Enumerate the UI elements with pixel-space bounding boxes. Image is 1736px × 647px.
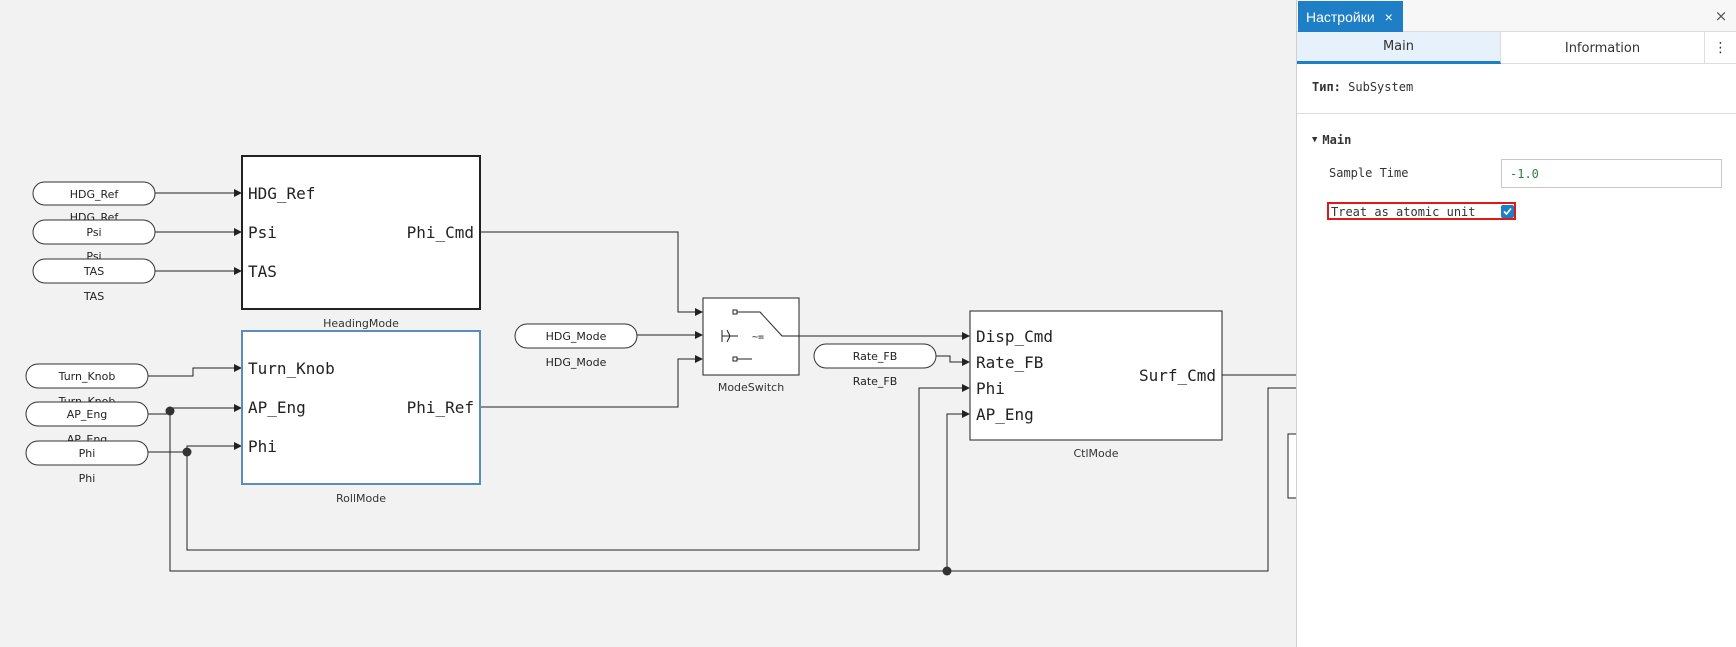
- block-heading-mode[interactable]: HDG_Ref Psi TAS Phi_Cmd HeadingMode: [241, 155, 481, 330]
- diagram-canvas[interactable]: HDG_Ref HDG_Ref Psi Psi TAS TAS Turn_Kno…: [0, 0, 1296, 647]
- atomic-unit-label: Treat as atomic unit: [1331, 205, 1476, 219]
- sample-time-label: Sample Time: [1329, 166, 1409, 180]
- inport-tas[interactable]: TAS TAS: [32, 258, 156, 303]
- port-turn-knob: Turn_Knob: [248, 359, 335, 378]
- wire-phi-cmd[interactable]: [480, 231, 703, 316]
- type-value: SubSystem: [1348, 80, 1414, 94]
- svg-text:Turn_Knob: Turn_Knob: [58, 370, 116, 383]
- port-surf-cmd: Surf_Cmd: [1139, 366, 1216, 385]
- port-disp-cmd: Disp_Cmd: [976, 327, 1053, 346]
- atomic-unit-row[interactable]: Treat as atomic unit: [1327, 202, 1516, 220]
- block-roll-mode[interactable]: Turn_Knob AP_Eng Phi Phi_Ref RollMode: [241, 330, 481, 505]
- svg-text:Rate_FB: Rate_FB: [853, 350, 898, 363]
- svg-text:TAS: TAS: [83, 265, 104, 278]
- tab-settings[interactable]: Настройки ×: [1298, 1, 1403, 32]
- wire-ap-eng[interactable]: [148, 404, 242, 415]
- panel-close-icon[interactable]: ×: [1714, 7, 1728, 25]
- wire-rate-fb[interactable]: [936, 355, 970, 366]
- svg-text:AP_Eng: AP_Eng: [67, 408, 108, 421]
- wire-phi-branch[interactable]: [186, 384, 970, 551]
- port-phi: Phi: [248, 437, 277, 456]
- svg-text:Phi: Phi: [79, 472, 96, 485]
- divider: [1297, 113, 1736, 114]
- type-row: Тип: SubSystem: [1312, 80, 1413, 94]
- switch-symbol: ~=: [752, 332, 764, 343]
- svg-text:Rate_FB: Rate_FB: [853, 375, 898, 388]
- wire-turn-knob[interactable]: [148, 364, 242, 377]
- panel-header: Настройки × ×: [1297, 0, 1736, 32]
- wire-ap-eng-branch[interactable]: [169, 414, 947, 572]
- more-menu-icon[interactable]: ⋮: [1713, 40, 1728, 56]
- wire-feedback[interactable]: [947, 387, 1296, 572]
- port-ap-eng: AP_Eng: [248, 398, 306, 417]
- svg-text:Phi: Phi: [79, 447, 96, 460]
- port-psi: Psi: [248, 223, 277, 242]
- collapse-triangle-icon[interactable]: ▼: [1312, 135, 1318, 145]
- inport-turn-knob[interactable]: Turn_Knob Turn_Knob: [25, 363, 149, 408]
- wire-ap-eng-ctl[interactable]: [946, 410, 970, 571]
- inport-phi[interactable]: Phi Phi: [25, 440, 149, 485]
- tab-information[interactable]: Information: [1501, 32, 1705, 64]
- port-tas: TAS: [248, 262, 277, 281]
- wire-phi[interactable]: [148, 442, 242, 453]
- block-ctl-mode[interactable]: Disp_Cmd Rate_FB Phi AP_Eng Surf_Cmd Ctl…: [969, 310, 1223, 460]
- inport-hdg-ref[interactable]: HDG_Ref HDG_Ref: [32, 181, 156, 224]
- sample-time-input[interactable]: [1501, 159, 1722, 188]
- block-mode-switch[interactable]: ~= ModeSwitch: [702, 297, 800, 394]
- svg-text:HDG_Ref: HDG_Ref: [70, 188, 120, 201]
- port-phi-cmd: Phi_Cmd: [407, 223, 474, 242]
- port-phi: Phi: [976, 379, 1005, 398]
- wire-phi-ref[interactable]: [480, 355, 703, 408]
- port-ap-eng: AP_Eng: [976, 405, 1034, 424]
- svg-text:Psi: Psi: [86, 226, 101, 239]
- junction-dot: [942, 566, 952, 576]
- inport-psi[interactable]: Psi Psi: [32, 219, 156, 263]
- svg-text:TAS: TAS: [83, 290, 104, 303]
- port-rate-fb: Rate_FB: [976, 353, 1043, 372]
- switch-icon: [721, 309, 799, 362]
- inport-hdg-mode[interactable]: HDG_Mode HDG_Mode: [514, 323, 638, 369]
- tab-settings-label: Настройки: [1306, 8, 1375, 25]
- diagram-svg: HDG_Ref HDG_Ref Psi Psi TAS TAS Turn_Kno…: [25, 155, 1296, 576]
- properties-panel: Настройки × × Main Information ⋮ Тип: Su…: [1296, 0, 1736, 647]
- subtab-bar: Main Information ⋮: [1297, 32, 1736, 64]
- inport-rate-fb[interactable]: Rate_FB Rate_FB: [813, 343, 937, 388]
- block-name: HeadingMode: [323, 317, 399, 330]
- svg-text:HDG_Mode: HDG_Mode: [546, 356, 607, 369]
- block-name: CtlMode: [1073, 447, 1118, 460]
- port-hdg-ref: HDG_Ref: [248, 184, 315, 203]
- port-phi-ref: Phi_Ref: [407, 398, 474, 417]
- check-icon: [1503, 207, 1512, 216]
- svg-text:HDG_Mode: HDG_Mode: [546, 330, 607, 343]
- atomic-unit-checkbox[interactable]: [1501, 205, 1514, 218]
- block-name: RollMode: [336, 492, 386, 505]
- junction-dot: [182, 447, 192, 457]
- tab-main[interactable]: Main: [1297, 32, 1501, 64]
- inport-ap-eng[interactable]: AP_Eng AP_Eng: [25, 401, 149, 446]
- block-partial[interactable]: [1287, 433, 1296, 499]
- junction-dot: [165, 406, 175, 416]
- section-main-header[interactable]: ▼ Main: [1312, 133, 1351, 147]
- block-name: ModeSwitch: [718, 381, 784, 394]
- tab-close-icon[interactable]: ×: [1384, 8, 1393, 25]
- wires: [148, 189, 1296, 572]
- type-label: Тип:: [1312, 80, 1341, 94]
- section-title: Main: [1322, 133, 1352, 147]
